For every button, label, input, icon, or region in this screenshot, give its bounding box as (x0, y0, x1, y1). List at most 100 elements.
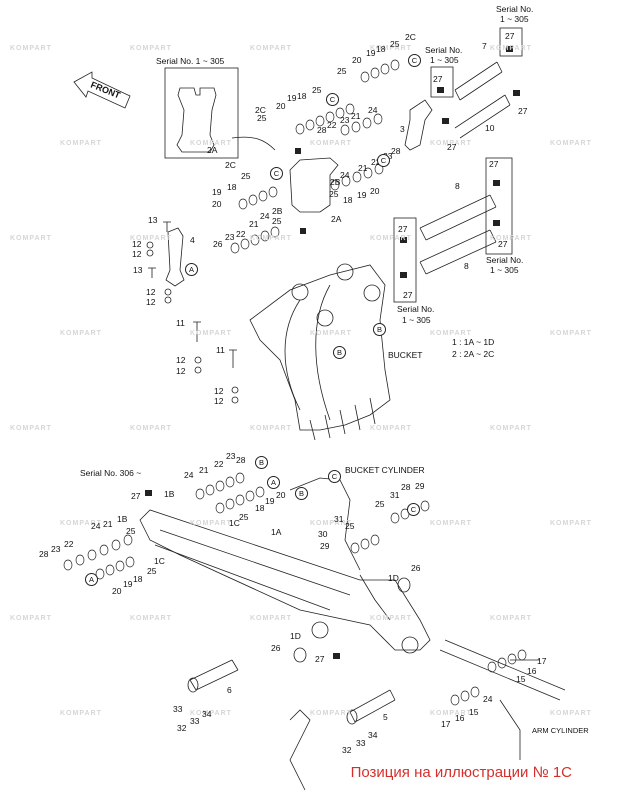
part-number-label: 27 (498, 239, 508, 249)
part-number-label: 10 (485, 123, 495, 133)
circled-reference-marker: C (407, 503, 420, 516)
part-number-label: 7 (482, 41, 487, 51)
part-number-label: 19 (366, 48, 376, 58)
part-number-label: 18 (255, 503, 265, 513)
part-number-label: 8 (464, 261, 469, 271)
part-number-label: 28 (391, 146, 401, 156)
part-number-label: 26 (271, 643, 281, 653)
part-number-label: 24 (184, 470, 194, 480)
part-number-label: 27 (505, 31, 515, 41)
watermark-text: KOMPART (250, 615, 292, 622)
part-number-label: 21 (358, 163, 368, 173)
part-number-label: 18 (376, 44, 386, 54)
circled-reference-marker: C (270, 167, 283, 180)
part-number-label: 2A (207, 145, 218, 155)
watermark-text: KOMPART (190, 140, 232, 147)
part-number-label: 25 (126, 526, 136, 536)
part-number-label: 23 (226, 451, 236, 461)
watermark-text: KOMPART (60, 140, 102, 147)
bucket-outline (249, 264, 391, 431)
serial-label-inset: Serial No. 1 ~ 305 (156, 56, 225, 66)
part-number-label: 11 (216, 345, 225, 355)
serial-label-right-lower-2: 1 ~ 305 (490, 265, 519, 275)
part-number-label: 8 (455, 181, 460, 191)
watermark-text: KOMPART (430, 710, 472, 717)
watermark-text: KOMPART (310, 710, 352, 717)
part-number-label: 25 (272, 216, 282, 226)
circled-reference-marker: B (295, 487, 308, 500)
watermark-text: KOMPART (430, 140, 472, 147)
watermark-text: KOMPART (310, 520, 352, 527)
arm-outline (139, 509, 431, 651)
serial-label-top-right-2: 1 ~ 305 (500, 14, 529, 24)
watermark-text: KOMPART (490, 615, 532, 622)
part-number-label: 12 (132, 249, 142, 259)
inset-box (164, 67, 239, 159)
serial-label-center-1: Serial No. (397, 304, 435, 314)
serial-box-mid (430, 66, 454, 98)
part-number-label: 23 (225, 232, 235, 242)
part-number-label: 22 (64, 539, 74, 549)
part-number-label: 15 (516, 674, 526, 684)
part-number-label: 25 (390, 39, 400, 49)
part-number-label: 22 (371, 157, 381, 167)
part-number-label: 27 (315, 654, 325, 664)
part-number-label: 20 (276, 101, 286, 111)
serial-box-center (393, 217, 417, 303)
watermark-text: KOMPART (130, 45, 172, 52)
circled-reference-marker: C (328, 470, 341, 483)
watermark-text: KOMPART (10, 615, 52, 622)
part-number-label: 28 (401, 482, 411, 492)
serial-box-right (485, 157, 513, 255)
part-number-label: 27 (398, 224, 408, 234)
part-number-label: 16 (455, 713, 465, 723)
bucket-cylinder-label: BUCKET CYLINDER (345, 465, 425, 475)
part-number-label: 1C (229, 518, 240, 528)
part-number-label: 31 (334, 514, 344, 524)
watermark-text: KOMPART (550, 710, 592, 717)
circled-reference-marker: B (255, 456, 268, 469)
serial-label-right-mid-1: Serial No. (425, 45, 463, 55)
watermark-text: KOMPART (430, 520, 472, 527)
part-number-label: 21 (199, 465, 209, 475)
watermark-text: KOMPART (250, 45, 292, 52)
part-number-label: 27 (403, 290, 413, 300)
circled-reference-marker: C (377, 154, 390, 167)
serial-label-center-2: 1 ~ 305 (402, 315, 431, 325)
watermark-text: KOMPART (10, 45, 52, 52)
part-number-label: 23 (51, 544, 61, 554)
part-number-label: 22 (236, 229, 246, 239)
part-number-label: 29 (320, 541, 330, 551)
watermark-text: KOMPART (490, 45, 532, 52)
part-number-label: 18 (343, 195, 353, 205)
part-number-label: 12 (214, 396, 224, 406)
part-number-label: 21 (351, 111, 361, 121)
legend-line-1: 1 : 1A ~ 1D (452, 337, 495, 347)
part-number-label: 2B (330, 177, 341, 187)
part-number-label: 12 (146, 287, 156, 297)
part-number-label: 13 (148, 215, 158, 225)
part-number-label: 1B (164, 489, 175, 499)
circled-reference-marker: B (373, 323, 386, 336)
part-number-label: 13 (133, 265, 143, 275)
serial-label-lower-left: Serial No. 306 ~ (80, 468, 142, 478)
part-number-label: 21 (103, 519, 113, 529)
part-number-label: 34 (202, 709, 212, 719)
part-number-label: 1D (388, 573, 399, 583)
watermark-text: KOMPART (490, 425, 532, 432)
circled-reference-marker: C (326, 93, 339, 106)
legend-line-2: 2 : 2A ~ 2C (452, 349, 495, 359)
part-number-label: 25 (239, 512, 249, 522)
watermark-text: KOMPART (370, 235, 412, 242)
part-number-label: 19 (287, 93, 297, 103)
part-number-label: 2C (255, 105, 266, 115)
watermark-text: KOMPART (60, 710, 102, 717)
part-number-label: 29 (415, 481, 425, 491)
circled-reference-marker: B (333, 346, 346, 359)
watermark-text: KOMPART (370, 615, 412, 622)
watermark-text: KOMPART (310, 330, 352, 337)
part-number-label: 19 (357, 190, 367, 200)
part-number-label: 2C (405, 32, 416, 42)
part-number-label: 23 (340, 115, 350, 125)
